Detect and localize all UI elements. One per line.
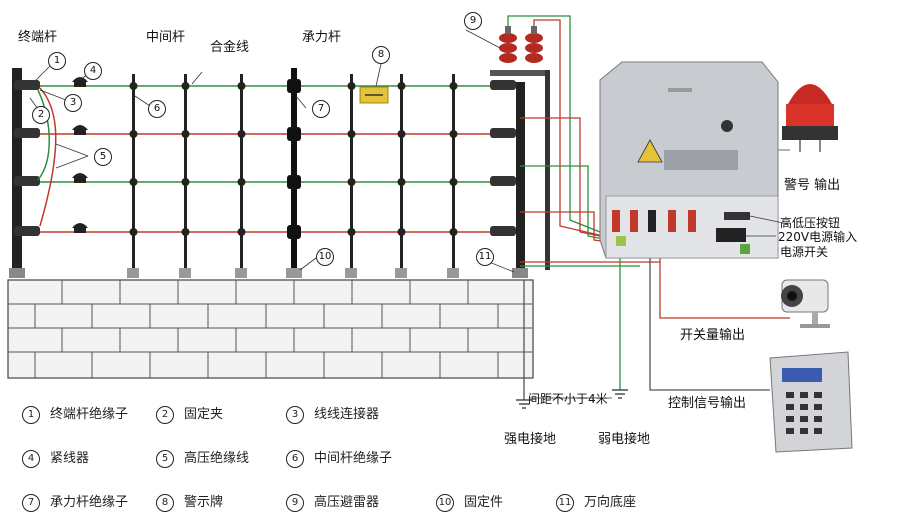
legend-item-8: 8 警示牌 — [156, 494, 223, 513]
legend-item-11: 11 万向底座 — [556, 494, 636, 513]
callout-1: 1 — [48, 52, 66, 70]
legend-item-9: 9 高压避雷器 — [286, 494, 379, 513]
legend-item-1: 1 终端杆绝缘子 — [22, 406, 128, 425]
callout-leaders — [29, 29, 789, 273]
keypad-controller-icon — [769, 351, 853, 453]
label-weak-ground: 弱电接地 — [598, 432, 651, 447]
callout-11: 11 — [476, 248, 494, 266]
legend-num: 1 — [22, 406, 40, 424]
fence-wires — [20, 85, 520, 233]
middle-poles — [127, 74, 459, 278]
legend-item-3: 3 线线连接器 — [286, 406, 379, 425]
legend-num: 11 — [556, 494, 574, 512]
legend-text: 终端杆绝缘子 — [50, 407, 129, 422]
legend-num: 8 — [156, 494, 174, 512]
legend-item-6: 6 中间杆绝缘子 — [286, 450, 392, 469]
callout-3: 3 — [64, 94, 82, 112]
label-middle-pole: 中间杆 — [146, 30, 186, 45]
legend-item-7: 7 承力杆绝缘子 — [22, 494, 128, 513]
callout-7: 7 — [312, 100, 330, 118]
callout-5: 5 — [94, 148, 112, 166]
callout-8: 8 — [372, 46, 390, 64]
legend-text: 线线连接器 — [314, 407, 380, 422]
camera-icon — [781, 279, 830, 328]
label-switch-output: 开关量输出 — [680, 328, 746, 343]
legend-item-10: 10 固定件 — [436, 494, 503, 513]
label-power-switch: 电源开关 — [780, 245, 829, 259]
legend-text: 警示牌 — [184, 495, 224, 510]
label-alarm-output: 警号 输出 — [784, 178, 841, 193]
callout-4: 4 — [84, 62, 102, 80]
legend-num: 2 — [156, 406, 174, 424]
legend-num: 7 — [22, 494, 40, 512]
callout-2: 2 — [32, 106, 50, 124]
warning-sign — [359, 86, 389, 104]
legend-num: 4 — [22, 450, 40, 468]
terminal-insulators-right — [490, 80, 516, 236]
legend-item-4: 4 紧线器 — [22, 450, 89, 469]
alarm-siren-icon — [782, 84, 838, 152]
legend-text: 高压绝缘线 — [184, 451, 250, 466]
legend-num: 9 — [286, 494, 304, 512]
legend-num: 3 — [286, 406, 304, 424]
label-control-output: 控制信号输出 — [668, 396, 747, 411]
legend-text: 承力杆绝缘子 — [50, 495, 129, 510]
terminal-pole-left — [9, 68, 25, 278]
legend-num: 6 — [286, 450, 304, 468]
ground-symbols — [516, 389, 628, 409]
brick-wall — [7, 279, 534, 379]
bearing-pole — [286, 68, 302, 278]
legend-text: 固定夹 — [184, 407, 224, 422]
label-bearing-pole: 承力杆 — [302, 30, 342, 45]
label-power-input: 220V电源输入 — [778, 230, 858, 244]
label-hv-lv-button: 高低压按钮 — [780, 216, 841, 230]
controller-box — [599, 61, 779, 259]
legend-text: 固定件 — [464, 495, 504, 510]
legend-num: 5 — [156, 450, 174, 468]
tensioners — [72, 77, 88, 233]
legend-text: 万向底座 — [584, 495, 637, 510]
legend-text: 中间杆绝缘子 — [314, 451, 393, 466]
legend-item-5: 5 高压绝缘线 — [156, 450, 249, 469]
hv-insulated-lead — [37, 87, 57, 227]
legend-item-2: 2 固定夹 — [156, 406, 223, 425]
callout-6: 6 — [148, 100, 166, 118]
terminal-pole-right — [512, 82, 528, 278]
label-strong-ground: 强电接地 — [504, 432, 557, 447]
label-terminal-pole: 终端杆 — [18, 30, 58, 45]
label-alloy-wire: 合金线 — [210, 40, 250, 55]
legend-num: 10 — [436, 494, 454, 512]
lightning-arrester — [490, 26, 550, 270]
legend-text: 高压避雷器 — [314, 495, 380, 510]
callout-10: 10 — [316, 248, 334, 266]
callout-9: 9 — [464, 12, 482, 30]
label-spacing-note: 间距不小于4米 — [528, 392, 608, 406]
legend-text: 紧线器 — [50, 451, 90, 466]
